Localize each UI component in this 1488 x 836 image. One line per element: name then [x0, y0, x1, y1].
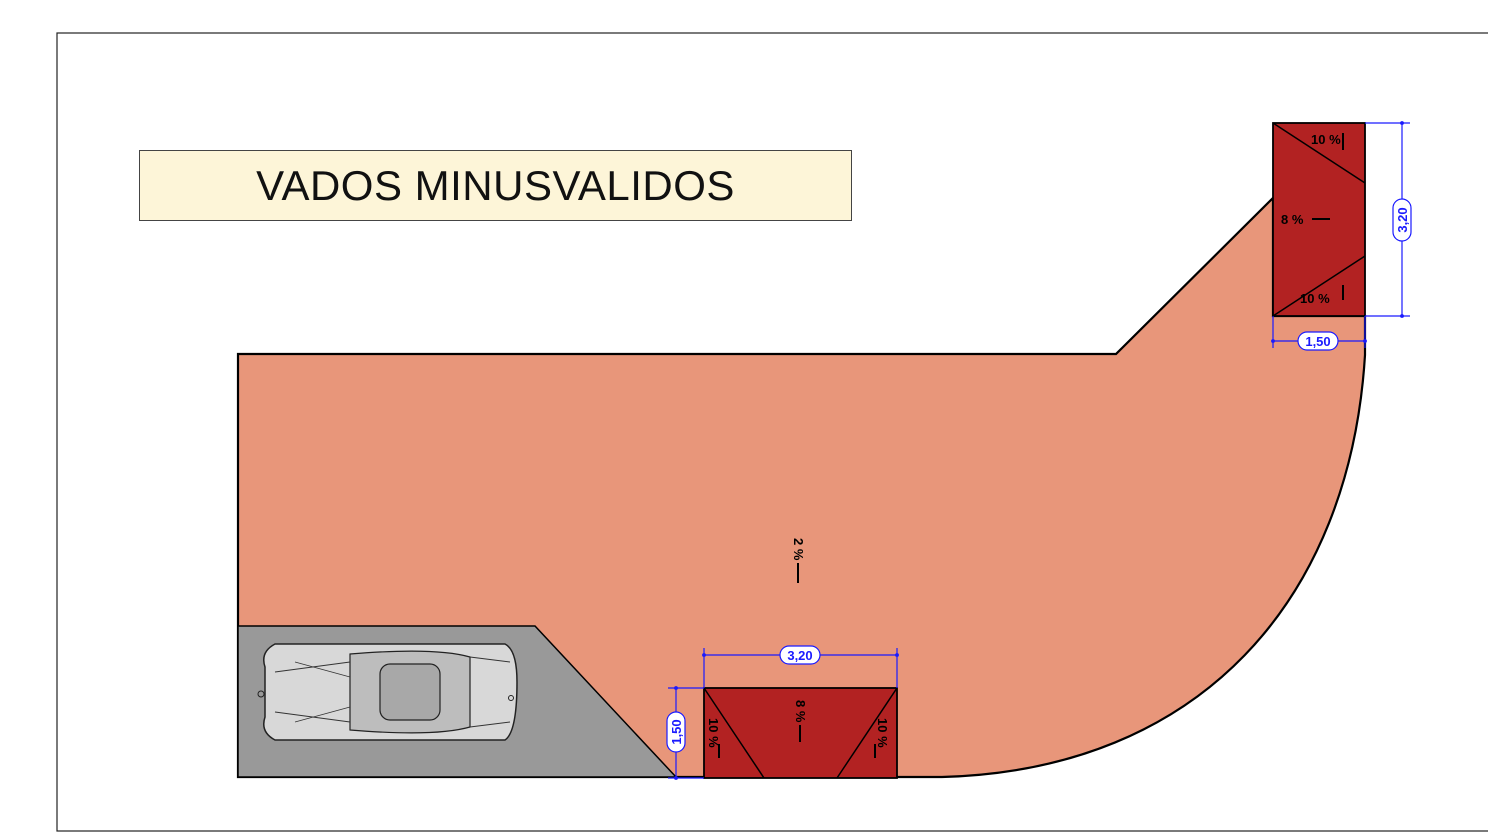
page-title: VADOS MINUSVALIDOS — [256, 161, 735, 209]
dimension-top-width — [1271, 316, 1367, 351]
drawing-frame — [56, 32, 1488, 832]
dimension-bottom-width-label: 3,20 — [787, 648, 812, 663]
plaza-slope-label: 2 % — [791, 538, 806, 561]
dimension-top-height — [1365, 121, 1412, 318]
car-icon — [257, 643, 518, 741]
ramp-bottom-center-slope: 8 % — [793, 700, 808, 723]
ramp-bottom-right-slope: 10 % — [875, 718, 890, 748]
dimension-bottom-width — [702, 645, 899, 688]
ramp-top-center-slope: 8 % — [1281, 212, 1304, 227]
ramp-top: 10 % 8 % 10 % — [1272, 122, 1366, 317]
dimension-bottom-depth-label: 1,50 — [669, 719, 684, 744]
title-box: VADOS MINUSVALIDOS — [139, 150, 852, 221]
ramp-bottom: 8 % 10 % 10 % — [703, 687, 898, 779]
dimension-top-height-label: 3,20 — [1395, 207, 1410, 232]
ramp-bottom-left-slope: 10 % — [706, 718, 721, 748]
ramp-top-upper-slope: 10 % — [1311, 132, 1341, 147]
dimension-bottom-depth — [666, 686, 704, 780]
dimension-top-width-label: 1,50 — [1305, 334, 1330, 349]
ramp-top-lower-slope: 10 % — [1300, 291, 1330, 306]
